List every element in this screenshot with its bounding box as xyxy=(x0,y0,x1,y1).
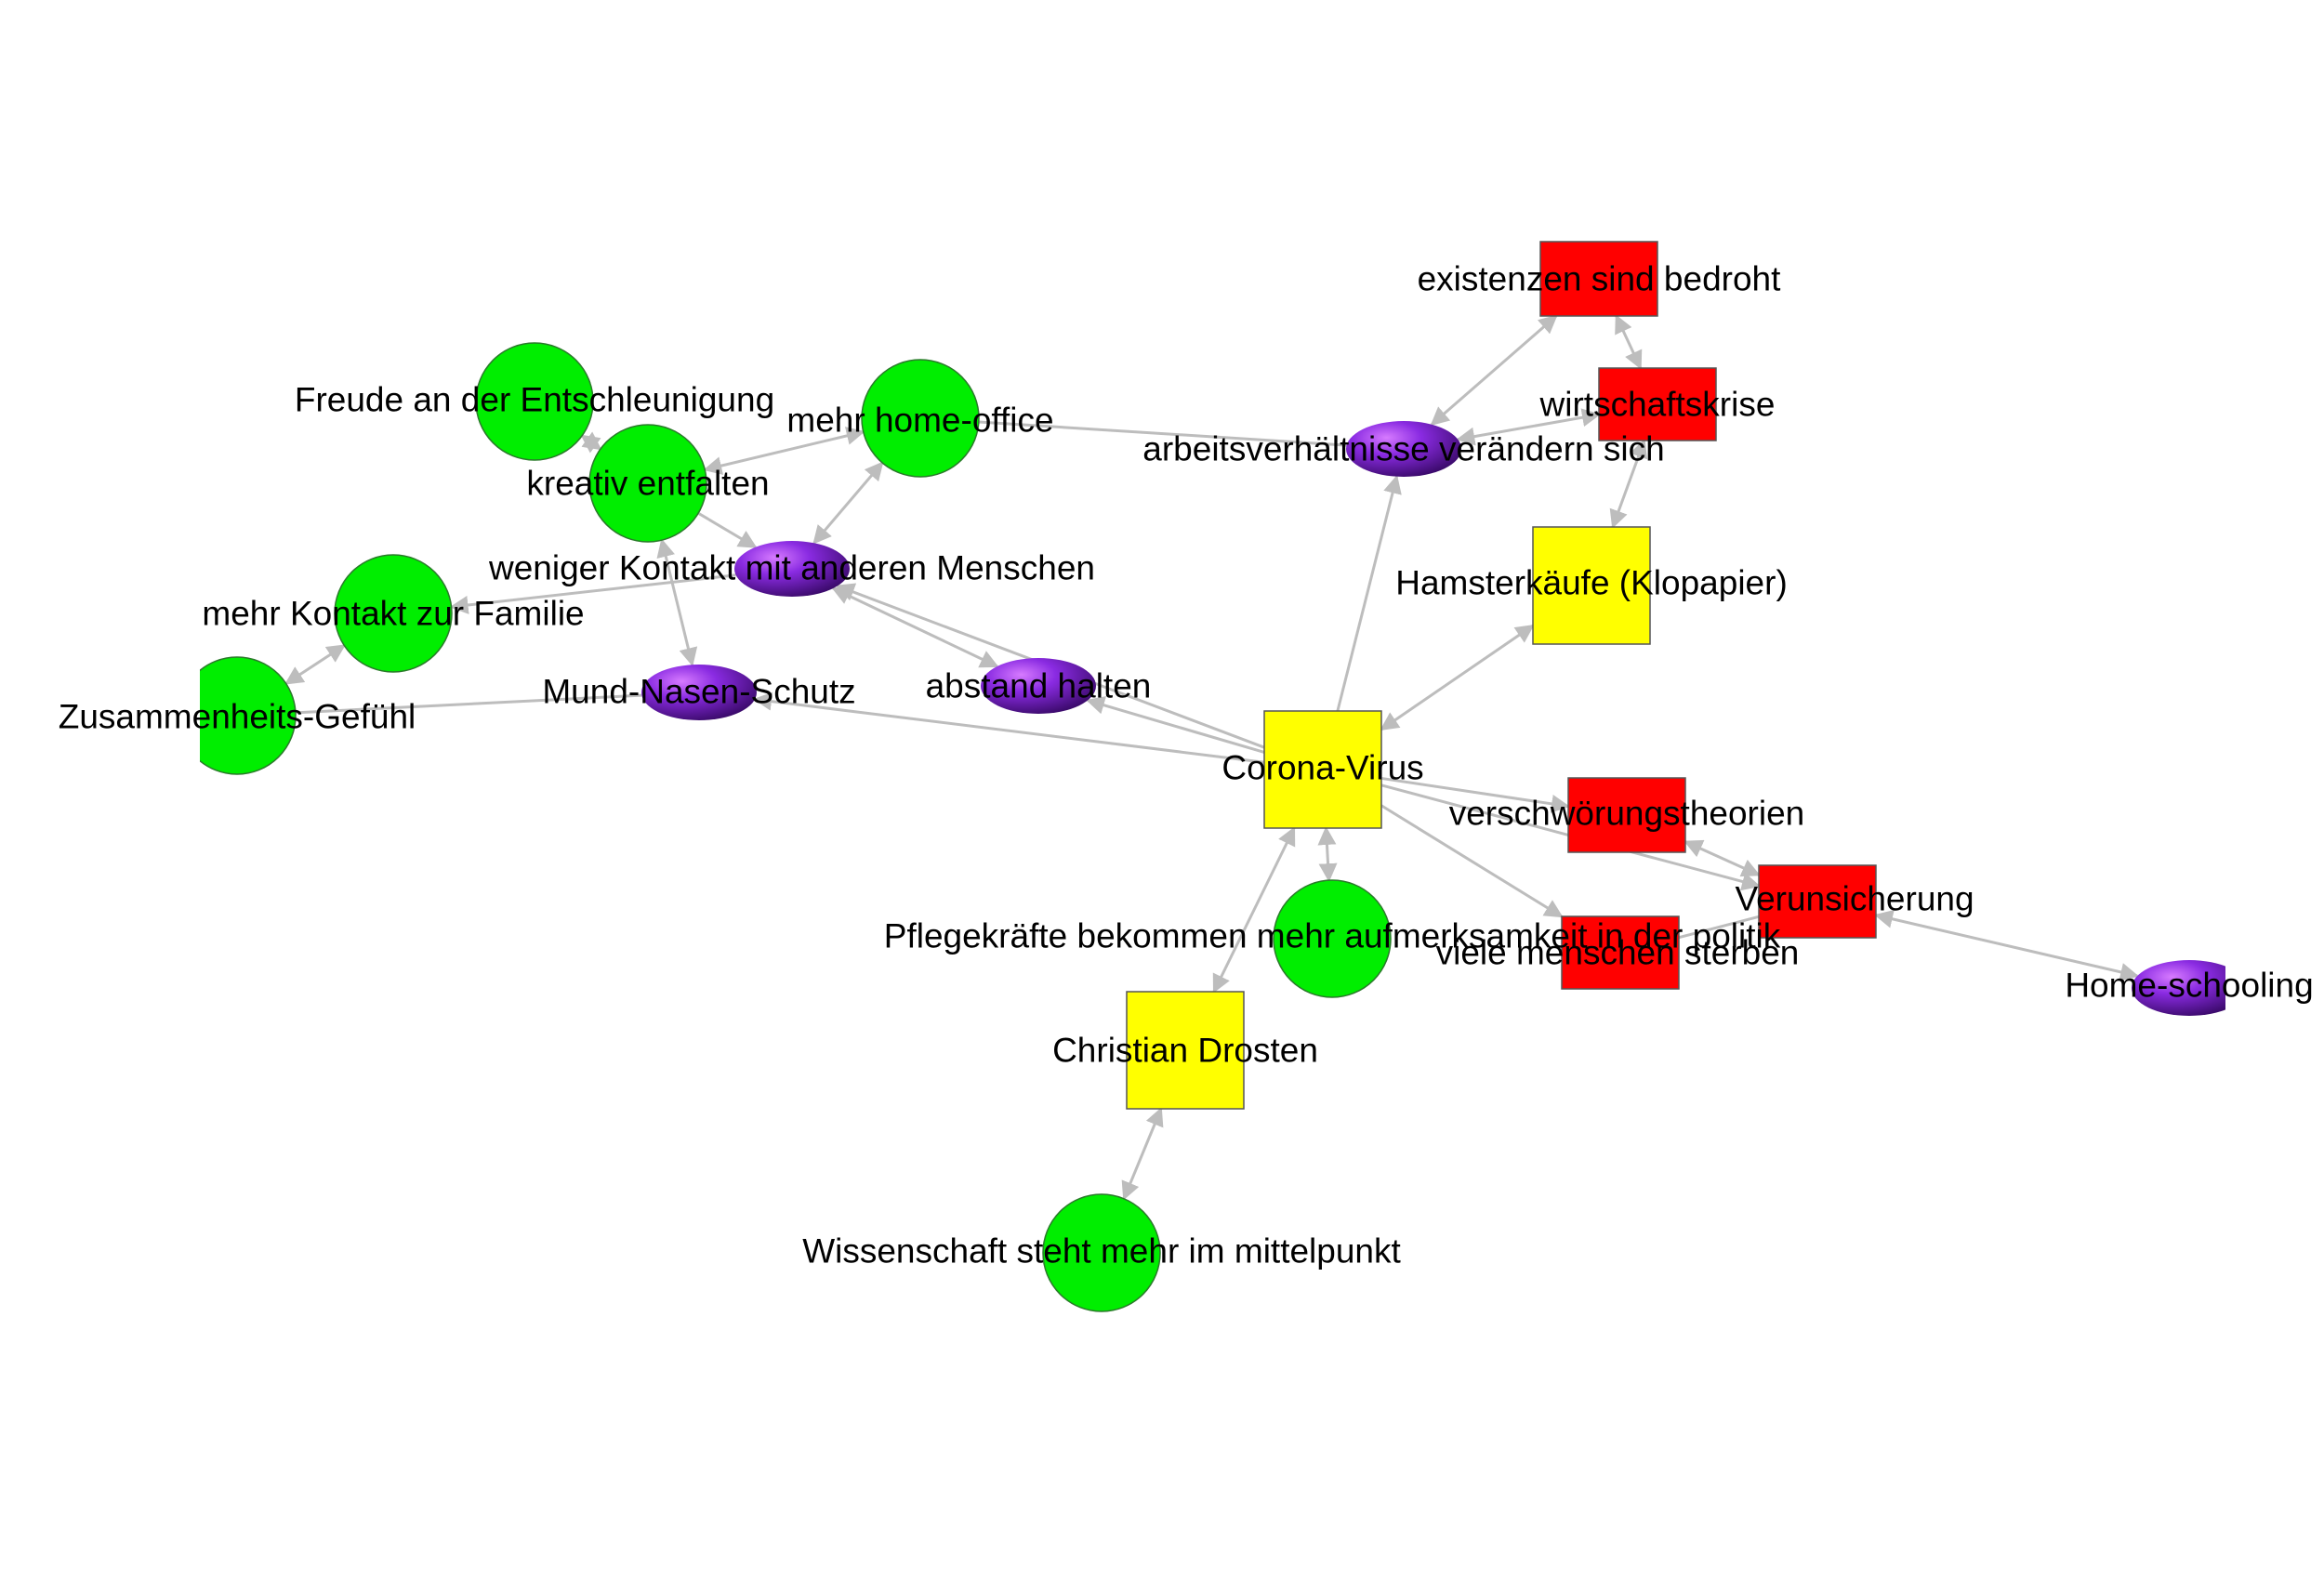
node-shape-kreativ xyxy=(588,424,707,543)
edge-corona-verschwoerung xyxy=(1380,776,1570,813)
edge-corona-drosten xyxy=(1212,826,1296,994)
node-wissenschaft xyxy=(1042,1193,1161,1312)
node-kontakt xyxy=(734,541,850,597)
edge-corona-arbeit xyxy=(1336,474,1402,712)
node-label-homeoffice: mehr home-office xyxy=(786,402,1053,440)
node-shape-drosten xyxy=(1126,991,1245,1110)
edge-verunsicherung-homeschool xyxy=(1874,909,2140,981)
node-label-verschwoerung: verschwörungstheorien xyxy=(1449,795,1805,833)
node-shape-sterben xyxy=(1561,915,1680,990)
node-shape-wirtschaft xyxy=(1598,367,1717,441)
edge-corona-mns xyxy=(753,691,1265,764)
labels-layer: Corona-Virus Hamsterkäufe (Klopapier) Chri… xyxy=(59,260,2314,1271)
edge-corona-sterben xyxy=(1380,804,1564,918)
edge-homeoffice-kontakt xyxy=(812,461,884,545)
node-shape-corona xyxy=(1263,710,1382,829)
node-label-drosten: Christian Drosten xyxy=(1052,1032,1318,1070)
node-label-kontakt: weniger Kontakt mit anderen Menschen xyxy=(488,549,1095,587)
edge-kontakt-familie xyxy=(449,573,736,614)
node-shape-freude xyxy=(475,342,594,461)
node-homeschool xyxy=(2132,960,2225,1016)
node-label-freude: Freude an der Entschleunigung xyxy=(295,381,774,419)
edge-mns-zusammen xyxy=(295,693,642,715)
node-label-verunsicherung: Verunsicherung xyxy=(1735,880,1974,918)
node-shape-mns xyxy=(641,665,757,720)
node-zusammen xyxy=(200,656,297,775)
node-sterben xyxy=(1561,915,1680,990)
node-shape-verschwoerung xyxy=(1567,777,1686,853)
node-kreativ xyxy=(588,424,707,543)
node-shape-kontakt xyxy=(734,541,850,597)
node-homeoffice xyxy=(861,359,980,478)
edge-kontakt-abstand xyxy=(831,586,999,668)
node-label-abstand: abstand halten xyxy=(926,667,1152,705)
node-familie xyxy=(334,554,453,673)
edge-arbeit-wirtschaft xyxy=(1456,408,1601,446)
node-label-kreativ: kreativ entfalten xyxy=(526,465,769,503)
edge-kreativ-kontakt xyxy=(697,511,758,549)
node-corona xyxy=(1263,710,1382,829)
edge-homeoffice-kreativ xyxy=(703,427,865,475)
node-shape-abstand xyxy=(981,658,1096,714)
node-shape-pflege xyxy=(1273,879,1392,998)
edge-existenz-wirtschaft xyxy=(1615,314,1643,370)
node-shape-zusammen xyxy=(200,656,297,775)
node-shape-hamster xyxy=(1532,526,1651,645)
node-label-wissenschaft: Wissenschaft steht mehr im mittelpunkt xyxy=(802,1232,1401,1271)
edge-verschwoerung-verunsicherung xyxy=(1684,839,1761,877)
node-shape-existenz xyxy=(1539,241,1658,317)
node-label-wirtschaft: wirtschaftskrise xyxy=(1539,386,1776,424)
node-arbeit xyxy=(1346,421,1461,477)
edge-arbeit-existenz xyxy=(1430,314,1558,427)
node-label-sterben: viele menschen sterben xyxy=(1436,934,1800,972)
node-shape-homeschool xyxy=(2132,960,2225,1016)
node-freude xyxy=(475,342,594,461)
node-label-homeschool: Home-schooling xyxy=(2065,967,2313,1005)
node-wirtschaft xyxy=(1598,367,1717,441)
node-shape-verunsicherung xyxy=(1758,864,1877,939)
node-shape-arbeit xyxy=(1346,421,1461,477)
nodes-layer xyxy=(200,241,2225,1312)
edge-familie-zusammen xyxy=(284,644,346,685)
node-shape-wissenschaft xyxy=(1042,1193,1161,1312)
node-label-zusammen: Zusammenheits-Gefühl xyxy=(59,698,416,736)
edge-arbeit-homeoffice xyxy=(978,420,1347,447)
node-label-corona: Corona-Virus xyxy=(1221,749,1423,787)
node-label-familie: mehr Kontakt zur Familie xyxy=(202,595,584,633)
node-shape-homeoffice xyxy=(861,359,980,478)
node-label-mns: Mund-Nasen-Schutz xyxy=(542,673,855,711)
node-label-arbeit: arbeitsverhältnisse verändern sich xyxy=(1142,430,1664,468)
node-label-existenz: existenzen sind bedroht xyxy=(1418,260,1782,298)
edge-corona-hamster xyxy=(1380,624,1535,731)
node-shape-familie xyxy=(334,554,453,673)
edges-layer xyxy=(284,314,2140,1201)
node-label-pflege: Pflegekräfte bekommen mehr aufmerksamkei… xyxy=(884,917,1781,955)
node-verschwoerung xyxy=(1567,777,1686,853)
edge-corona-pflege xyxy=(1317,826,1338,883)
node-pflege xyxy=(1273,879,1392,998)
edge-wirtschaft-hamster xyxy=(1609,439,1648,529)
node-label-hamster: Hamsterkäufe (Klopapier) xyxy=(1395,564,1788,602)
edge-freude-kreativ xyxy=(580,431,602,454)
node-mns xyxy=(641,665,757,720)
node-hamster xyxy=(1532,526,1651,645)
node-abstand xyxy=(981,658,1096,714)
edge-corona-abstand xyxy=(1086,696,1265,754)
edge-verunsicherung-sterben xyxy=(1678,915,1760,940)
edge-kreativ-mns xyxy=(656,538,698,667)
node-verunsicherung xyxy=(1758,864,1877,939)
edge-drosten-wissenschaft xyxy=(1121,1107,1164,1201)
node-drosten xyxy=(1126,991,1245,1110)
node-existenz xyxy=(1539,241,1658,317)
